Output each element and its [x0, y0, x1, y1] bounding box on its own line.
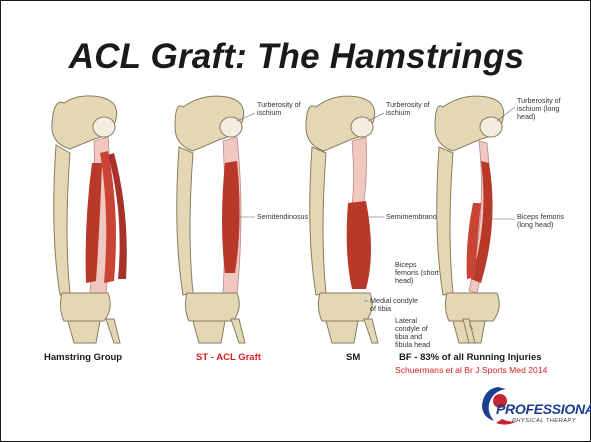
label-medial-condyle: Medial condyle of tibia — [370, 297, 420, 313]
label-semitendinosus: Semitendinosus — [257, 213, 308, 221]
citation: Schuermans et al Br J Sports Med 2014 — [395, 365, 547, 375]
illustration-hamstring-group — [34, 93, 184, 348]
illustration-semitendinosus: Turberosity of ischium Semitendinosus — [173, 93, 323, 348]
caption-st-acl-graft: ST - ACL Graft — [196, 352, 261, 363]
logo-subtitle: PHYSICAL THERAPY — [512, 418, 576, 424]
logo-word: PROFESSIONAL® — [496, 401, 591, 417]
slide-title: ACL Graft: The Hamstrings — [1, 37, 591, 77]
label-biceps-femoris-long-head: Biceps femoris (long head) — [517, 213, 573, 229]
caption-hamstring-group: Hamstring Group — [44, 352, 122, 363]
illustration-semimembranosus: Turberosity of ischium Semimembranosus M… — [304, 93, 454, 348]
label-lateral-condyle: Lateral condyle of tibia and fibula head — [395, 317, 441, 349]
label-biceps-femoris-short-head: Biceps femoris (short head) — [395, 261, 441, 285]
professional-logo: PROFESSIONAL® PHYSICAL THERAPY — [476, 383, 586, 435]
caption-bf-running-injuries: BF - 83% of all Running Injuries — [399, 352, 542, 363]
illustration-biceps-femoris: Turberosity of ischium (long head) Bicep… — [433, 93, 583, 348]
label-tuberosity-of-ischium-long-head: Turberosity of ischium (long head) — [517, 97, 575, 121]
caption-sm: SM — [346, 352, 360, 363]
